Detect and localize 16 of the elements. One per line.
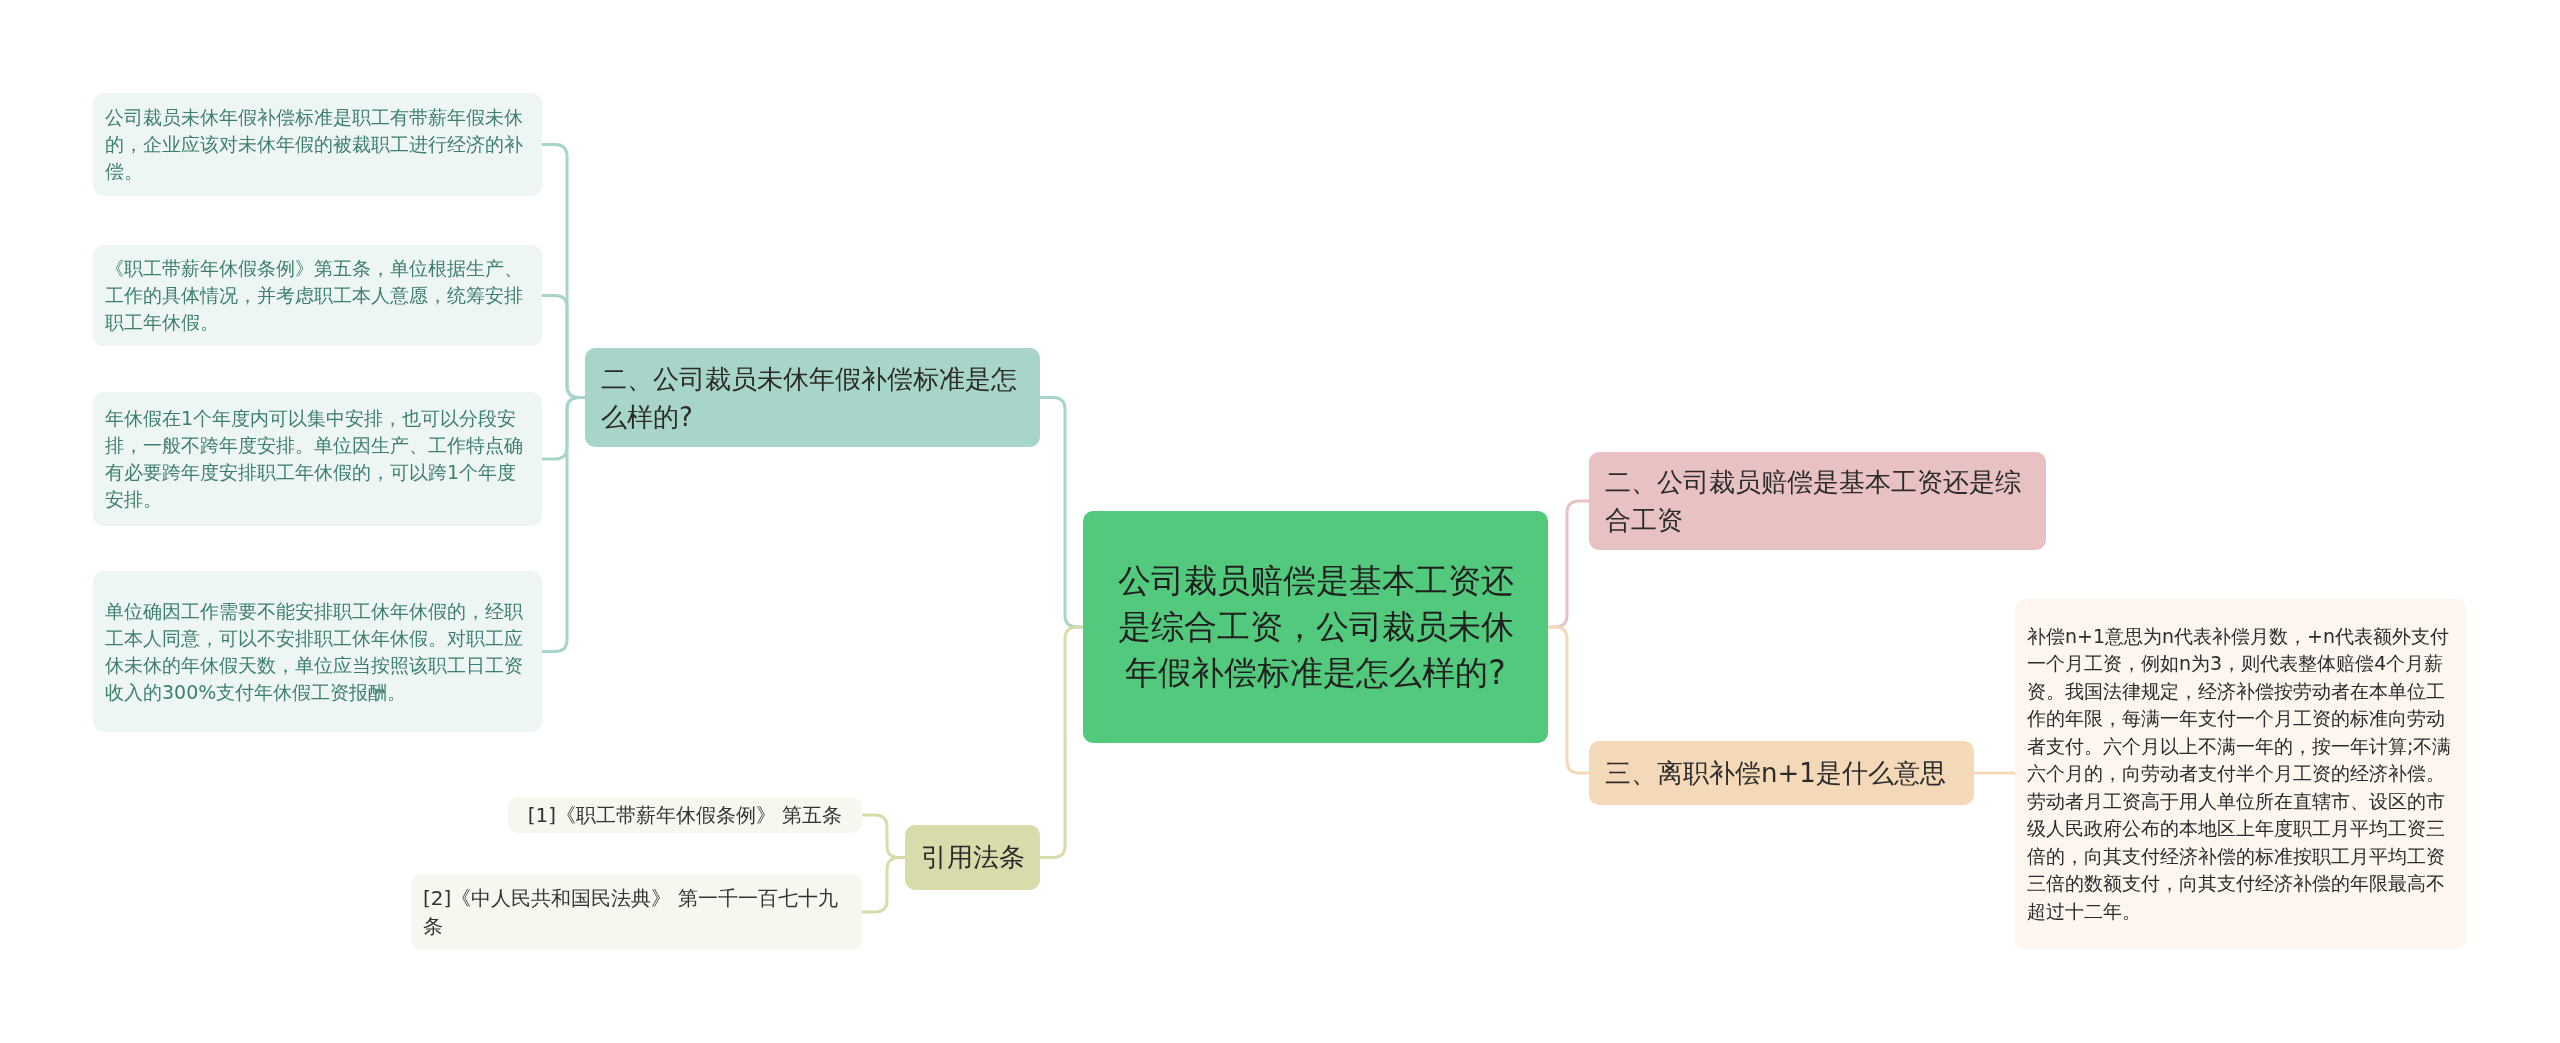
connector-line — [542, 396, 585, 653]
leaf-topic: 公司裁员未休年假补偿标准是职工有带薪年假未休的，企业应该对未休年假的被裁职工进行经济的补偿。 — [93, 93, 542, 196]
branch-topic: 引用法条 — [905, 825, 1040, 890]
branch-topic: 二、公司裁员未休年假补偿标准是怎么样的? — [585, 348, 1040, 447]
branch-topic: 二、公司裁员赔偿是基本工资还是综合工资 — [1589, 452, 2046, 550]
connector-line — [1040, 625, 1083, 859]
connector-line — [1548, 625, 1589, 775]
leaf-topic: 补偿n+1意思为n代表补偿月数，+n代表额外支付一个月工资，例如n为3，则代表整体赔偿4个月薪资。我国法律规定，经济补偿按劳动者在本单位工作的年限，每满一年支付一个月工资的标准向劳动者支付。六个月以上不满一年的，按一年计算;不满六个月的，向劳动者支付半个月工资的经济补偿。劳动者月工资高于用人单位所在直辖市、设区的市级人民政府公布的本地区上年度职工月平均工资三倍的，向其支付经济补偿的标准按职工月平均工资三倍的数额支付，向其支付经济补偿的年限最高不超过十二年。 — [2015, 599, 2466, 949]
reference-topic: [1]《职工带薪年休假条例》 第五条 — [508, 797, 862, 833]
leaf-topic: 《职工带薪年休假条例》第五条，单位根据生产、工作的具体情况，并考虑职工本人意愿，统筹安排职工年休假。 — [93, 245, 542, 346]
branch-topic: 三、离职补偿n+1是什么意思 — [1589, 741, 1974, 805]
root-topic: 公司裁员赔偿是基本工资还是综合工资，公司裁员未休年假补偿标准是怎么样的? — [1083, 511, 1548, 743]
leaf-topic: 年休假在1个年度内可以集中安排，也可以分段安排，一般不跨年度安排。单位因生产、工作特点确有必要跨年度安排职工年休假的，可以跨1个年度安排。 — [93, 392, 542, 526]
connector-line — [1974, 771, 2015, 775]
leaf-topic: 单位确因工作需要不能安排职工休年休假的，经职工本人同意，可以不安排职工休年休假。对职工应休未休的年休假天数，单位应当按照该职工日工资收入的300%支付年休假工资报酬。 — [93, 571, 542, 732]
reference-topic: [2]《中人民共和国民法典》 第一千一百七十九条 — [411, 874, 862, 950]
